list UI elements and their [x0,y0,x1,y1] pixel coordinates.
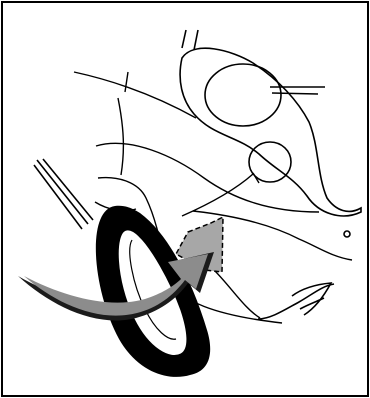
trim-line-bottom [272,93,318,94]
